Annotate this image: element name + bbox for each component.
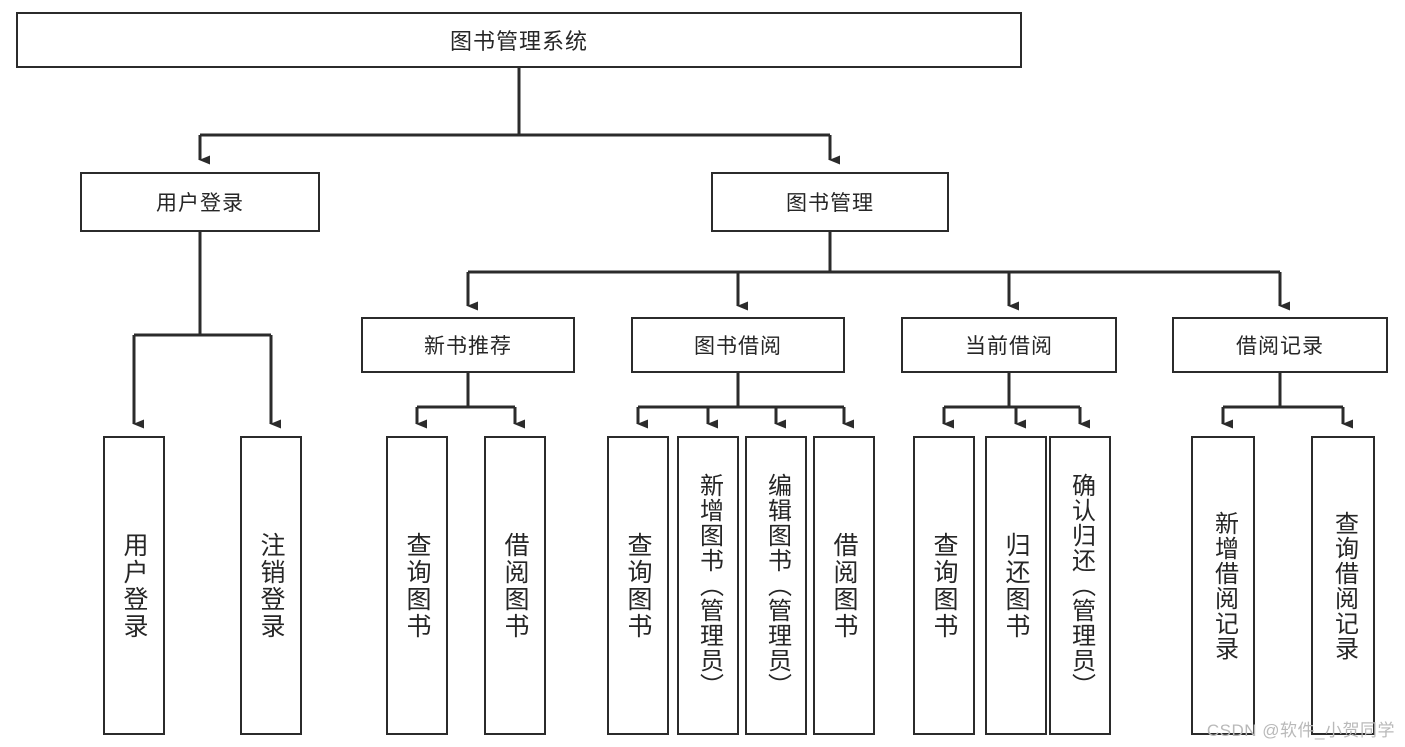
leaf-node[interactable]: 查询借阅记录 [1311, 436, 1375, 735]
leaf-label: 注销登录 [257, 531, 285, 640]
node-current-borrowing[interactable]: 当前借阅 [901, 317, 1117, 373]
node-new-book-recommendation[interactable]: 新书推荐 [361, 317, 575, 373]
leaf-label: 归还图书 [1002, 531, 1030, 640]
leaf-label: 查询借阅记录 [1330, 510, 1358, 661]
node-book-management[interactable]: 图书管理 [711, 172, 949, 232]
leaf-label: 编辑图书（管理员） [763, 473, 791, 698]
leaf-node[interactable]: 编辑图书（管理员） [745, 436, 807, 735]
leaf-label: 查询图书 [624, 531, 652, 640]
leaf-node[interactable]: 新增借阅记录 [1191, 436, 1255, 735]
node-book-borrowing[interactable]: 图书借阅 [631, 317, 845, 373]
leaf-node[interactable]: 新增图书（管理员） [677, 436, 739, 735]
node-borrow-records[interactable]: 借阅记录 [1172, 317, 1388, 373]
leaf-label: 借阅图书 [830, 531, 858, 640]
leaf-node[interactable]: 用户登录 [103, 436, 165, 735]
leaf-node[interactable]: 借阅图书 [813, 436, 875, 735]
leaf-node[interactable]: 确认归还（管理员） [1049, 436, 1111, 735]
node-root-label: 图书管理系统 [449, 29, 588, 54]
leaf-label: 查询图书 [930, 531, 958, 640]
leaf-label: 借阅图书 [501, 531, 529, 640]
node-label: 新书推荐 [424, 335, 512, 358]
leaf-label: 用户登录 [120, 531, 148, 640]
node-root[interactable]: 图书管理系统 [16, 12, 1022, 68]
leaf-label: 新增图书（管理员） [695, 473, 723, 698]
leaf-node[interactable]: 归还图书 [985, 436, 1047, 735]
node-label: 用户登录 [156, 192, 244, 215]
watermark: CSDN @软件_小贺同学 [1206, 721, 1395, 740]
node-label: 图书管理 [786, 192, 874, 215]
leaf-label: 确认归还（管理员） [1067, 473, 1095, 698]
leaf-node[interactable]: 查询图书 [386, 436, 448, 735]
leaf-node[interactable]: 借阅图书 [484, 436, 546, 735]
node-label: 借阅记录 [1236, 335, 1324, 358]
node-user-login[interactable]: 用户登录 [80, 172, 320, 232]
leaf-node[interactable]: 查询图书 [607, 436, 669, 735]
leaf-label: 新增借阅记录 [1210, 510, 1238, 661]
node-label: 当前借阅 [965, 335, 1053, 358]
leaf-label: 查询图书 [403, 531, 431, 640]
leaf-node[interactable]: 查询图书 [913, 436, 975, 735]
node-label: 图书借阅 [694, 335, 782, 358]
leaf-node[interactable]: 注销登录 [240, 436, 302, 735]
